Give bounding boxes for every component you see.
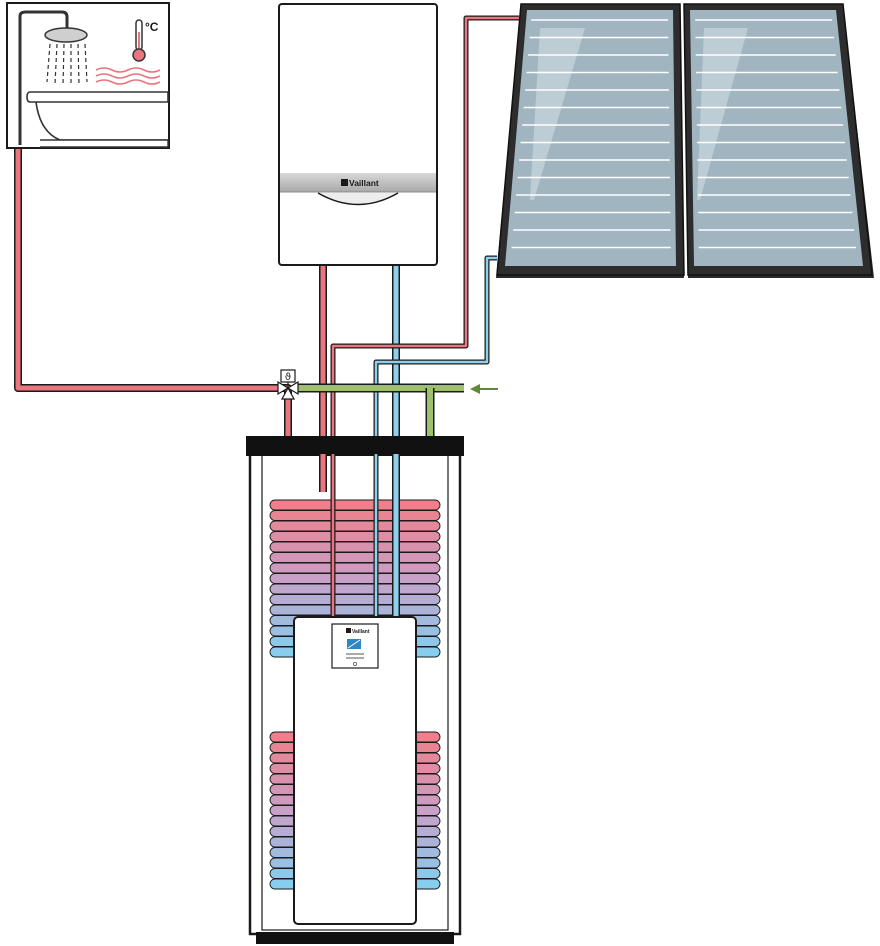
bathroom-panel: °C — [6, 2, 170, 149]
boiler-logo: Vaillant — [341, 178, 379, 188]
coil-turn — [269, 510, 441, 521]
solar-panel-left — [496, 3, 685, 276]
coil-turn — [269, 594, 441, 605]
shower-icon — [18, 10, 88, 145]
pipework — [14, 15, 519, 620]
coil-turn — [269, 541, 441, 553]
storage-tank: Vaillant — [246, 436, 464, 944]
boiler-brand-label: Vaillant — [349, 178, 379, 188]
gas-boiler: Vaillant — [278, 3, 438, 266]
solar-panel-right — [683, 3, 873, 276]
inlet-arrow-icon — [470, 384, 498, 394]
thermostatic-valve-icon: ϑ — [277, 369, 299, 400]
coil-turn — [269, 562, 441, 574]
solar-controller-unit: Vaillant — [293, 616, 417, 925]
coil-turn — [269, 583, 441, 595]
thermometer-icon: °C — [132, 19, 159, 62]
coil-turn — [269, 604, 441, 616]
boiler-handle — [317, 192, 399, 206]
coil-turn — [269, 531, 441, 542]
temperature-unit: °C — [145, 20, 159, 34]
solar-collectors — [496, 3, 874, 278]
controller-brand-label: Vaillant — [352, 629, 370, 635]
coil-turn — [269, 573, 441, 584]
heat-waves-icon — [95, 67, 161, 85]
coil-turn — [269, 520, 441, 532]
tank-base — [256, 932, 454, 944]
bathtub-icon — [26, 91, 169, 148]
coil-turn — [269, 499, 441, 511]
coil-turn — [269, 552, 441, 563]
hot-water-pipe-bathroom — [14, 145, 292, 438]
valve-symbol: ϑ — [285, 372, 291, 383]
tank-top-cap — [246, 436, 464, 456]
